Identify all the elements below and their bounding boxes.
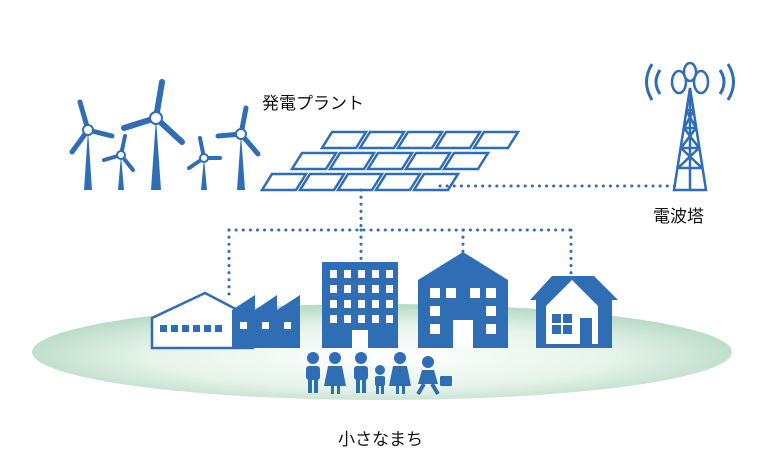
solar-panel xyxy=(297,172,347,192)
house-icon xyxy=(530,276,618,348)
office-window xyxy=(344,285,351,293)
solar-panel xyxy=(403,151,453,171)
office-window xyxy=(372,285,379,293)
office-building-icon xyxy=(322,262,398,348)
solar-panel xyxy=(433,130,483,150)
solar-panel xyxy=(289,151,339,171)
office-window xyxy=(358,270,365,278)
office-window xyxy=(344,300,351,308)
office-window xyxy=(358,300,365,308)
office-window xyxy=(358,315,365,323)
office-window xyxy=(372,315,379,323)
radio-tower-label: 電波塔 xyxy=(653,207,704,227)
small-town-label: 小さなまち xyxy=(338,430,423,450)
wind-turbine-icon xyxy=(69,79,261,190)
solar-panel xyxy=(373,172,423,192)
solar-panel xyxy=(441,151,491,171)
office-window xyxy=(344,315,351,323)
office-window xyxy=(330,300,337,308)
solar-panel xyxy=(471,130,521,150)
solar-panel xyxy=(365,151,415,171)
office-door xyxy=(352,330,368,348)
office-window xyxy=(330,285,337,293)
solar-panel xyxy=(319,130,369,150)
radio-tower-icon xyxy=(645,61,735,192)
office-window xyxy=(330,270,337,278)
power-plant-label: 発電プラント xyxy=(262,94,364,114)
solar-panel xyxy=(411,172,461,192)
connection-lines xyxy=(227,184,678,302)
factory-icon xyxy=(150,291,300,350)
office-window xyxy=(372,270,379,278)
people-icon xyxy=(306,352,452,396)
office-window xyxy=(358,285,365,293)
public-building-icon xyxy=(418,252,508,348)
solar-panel xyxy=(395,130,445,150)
office-window xyxy=(372,300,379,308)
solar-panel xyxy=(259,172,309,192)
office-window xyxy=(386,300,393,308)
office-window xyxy=(386,315,393,323)
office-window xyxy=(386,270,393,278)
solar-panel xyxy=(335,172,385,192)
solar-panel-icon xyxy=(259,130,521,192)
solar-panel xyxy=(327,151,377,171)
solar-panel xyxy=(357,130,407,150)
office-window xyxy=(344,270,351,278)
office-window xyxy=(330,315,337,323)
office-window xyxy=(386,285,393,293)
